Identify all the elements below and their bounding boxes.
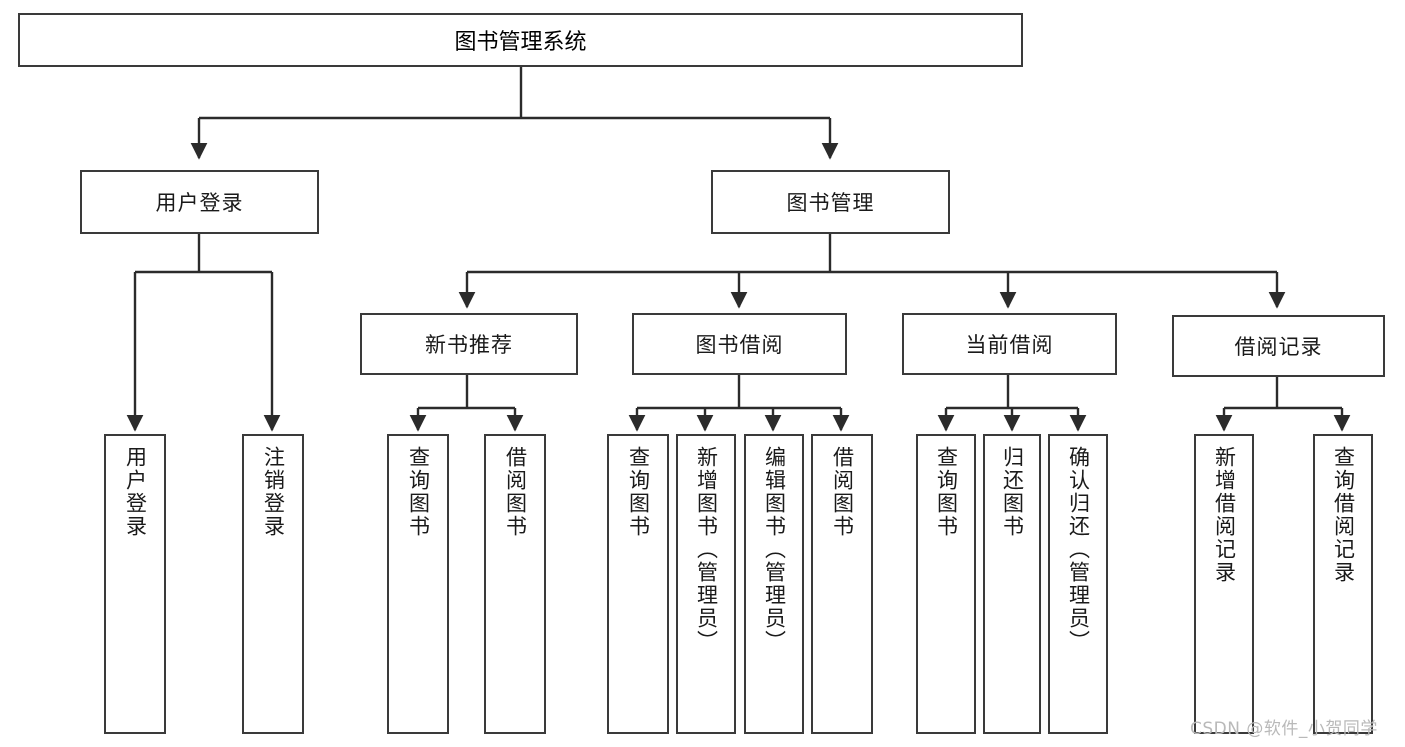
- node-label: 编辑图书（管理员）: [762, 446, 787, 653]
- leaf-user-login-logout[interactable]: 注销登录: [242, 434, 304, 734]
- leaf-current-borrow-return[interactable]: 归还图书: [983, 434, 1041, 734]
- leaf-current-borrow-query[interactable]: 查询图书: [916, 434, 976, 734]
- node-label: 图书管理系统: [454, 30, 587, 55]
- node-label: 借阅图书: [503, 446, 528, 538]
- node-book-management[interactable]: 图书管理: [711, 170, 950, 234]
- leaf-book-borrow-edit[interactable]: 编辑图书（管理员）: [744, 434, 804, 734]
- leaf-user-login-login[interactable]: 用户登录: [104, 434, 166, 734]
- leaf-book-borrow-query[interactable]: 查询图书: [607, 434, 669, 734]
- node-label: 用户登录: [123, 446, 148, 538]
- node-label: 图书管理: [786, 191, 875, 215]
- node-label: 新增借阅记录: [1212, 446, 1237, 584]
- node-root-book-management-system[interactable]: 图书管理系统: [18, 13, 1023, 67]
- leaf-current-borrow-confirm-return[interactable]: 确认归还（管理员）: [1048, 434, 1108, 734]
- node-label: 新书推荐: [425, 333, 513, 357]
- node-label: 借阅图书: [830, 446, 855, 538]
- leaf-book-borrow-add[interactable]: 新增图书（管理员）: [676, 434, 736, 734]
- leaf-new-book-borrow[interactable]: 借阅图书: [484, 434, 546, 734]
- leaf-borrow-record-query[interactable]: 查询借阅记录: [1313, 434, 1373, 734]
- node-new-book-recommend[interactable]: 新书推荐: [360, 313, 578, 375]
- leaf-new-book-query[interactable]: 查询图书: [387, 434, 449, 734]
- node-label: 查询图书: [934, 446, 959, 538]
- node-label: 新增图书（管理员）: [694, 446, 719, 653]
- node-label: 确认归还（管理员）: [1066, 446, 1091, 653]
- node-user-login[interactable]: 用户登录: [80, 170, 319, 234]
- node-label: 用户登录: [155, 191, 244, 215]
- node-borrow-records[interactable]: 借阅记录: [1172, 315, 1385, 377]
- node-label: 查询借阅记录: [1331, 446, 1356, 584]
- node-label: 查询图书: [626, 446, 651, 538]
- node-label: 归还图书: [1000, 446, 1025, 538]
- node-label: 注销登录: [261, 446, 286, 538]
- node-label: 图书借阅: [695, 333, 784, 357]
- node-current-borrow[interactable]: 当前借阅: [902, 313, 1117, 375]
- node-label: 查询图书: [406, 446, 431, 538]
- node-label: 借阅记录: [1234, 335, 1323, 359]
- leaf-book-borrow-borrow[interactable]: 借阅图书: [811, 434, 873, 734]
- node-book-borrow[interactable]: 图书借阅: [632, 313, 847, 375]
- node-label: 当前借阅: [965, 333, 1054, 357]
- leaf-borrow-record-add[interactable]: 新增借阅记录: [1194, 434, 1254, 734]
